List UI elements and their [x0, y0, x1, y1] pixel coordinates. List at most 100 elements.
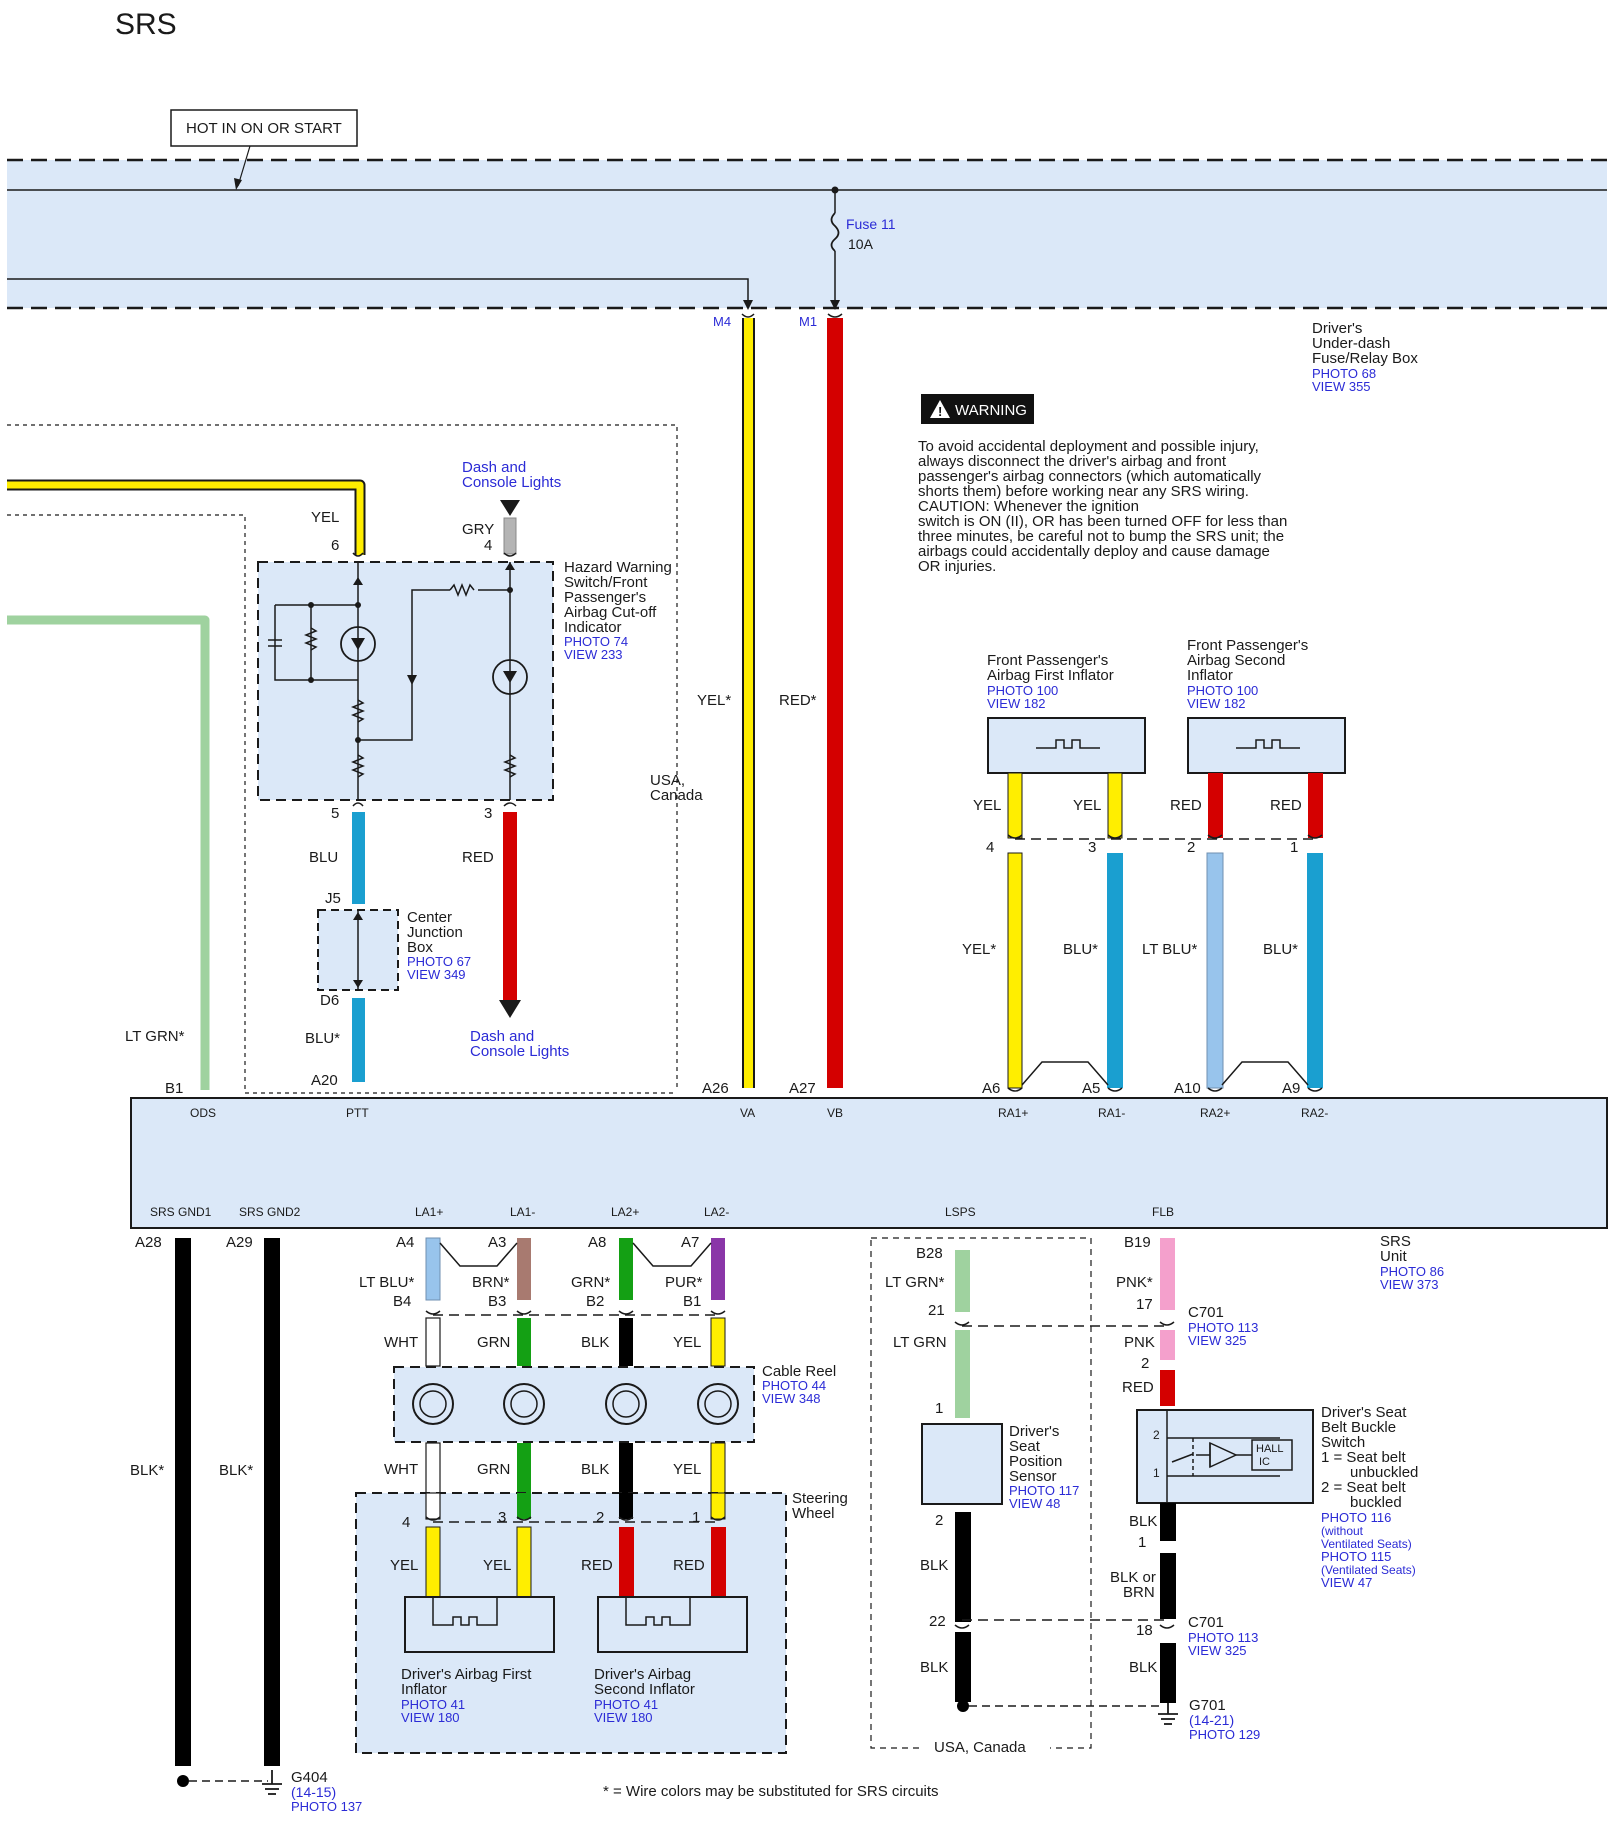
blk-ground-wire-a — [175, 1238, 191, 1766]
steering-yel-wire-a — [710, 1317, 726, 1367]
pin-j5: J5 — [325, 890, 341, 907]
driver-first-view: VIEW 180 — [401, 1710, 460, 1725]
passenger-wire-red-b: RED — [1270, 797, 1302, 814]
steering-blk-wire-c — [619, 1493, 633, 1519]
seat-wire-blk-b: BLK — [920, 1659, 948, 1676]
steering-wire-wht-a: WHT — [384, 1334, 418, 1351]
junction-dot-e — [507, 587, 513, 593]
inner-dashed-border — [7, 514, 677, 1094]
steering-wire-wht-b: WHT — [384, 1461, 418, 1478]
driver-first-photo: PHOTO 41 — [401, 1697, 465, 1712]
srs-term-ra2-plus: RA2+ — [1200, 1106, 1230, 1120]
g701-name: G701 — [1189, 1697, 1226, 1714]
buckle-pin-1: 1 — [1138, 1534, 1146, 1551]
hall-ic-label-1: HALL — [1256, 1443, 1284, 1455]
srs-term-flb: FLB — [1152, 1205, 1174, 1219]
passenger-wire-blu-star-b: BLU* — [1263, 941, 1298, 958]
pin-3-hazard: 3 — [484, 805, 492, 822]
pin-a28: A28 — [135, 1234, 162, 1251]
srs-term-vb: VB — [827, 1106, 843, 1120]
steering-wire-ltblu-star: LT BLU* — [359, 1274, 414, 1291]
hall-ic-label-2: IC — [1259, 1456, 1270, 1468]
passenger-short-bar-2 — [1221, 1061, 1309, 1086]
driver-second-name-1: Driver's Airbag — [594, 1666, 691, 1683]
pin-4-hazard: 4 — [484, 537, 492, 554]
usa-canada-seat-label-bg — [920, 1742, 1050, 1754]
passenger-pin-2: 2 — [1187, 839, 1195, 856]
wire-label-blk-star-b: BLK* — [219, 1462, 253, 1479]
pin-a4: A4 — [396, 1234, 414, 1251]
driver-first-inflator — [404, 1596, 555, 1653]
dash-lights-bottom-arrow — [499, 1000, 521, 1018]
srs-unit-view: VIEW 373 — [1380, 1277, 1439, 1292]
buckle-photo-a: PHOTO 116 — [1321, 1510, 1391, 1525]
passenger-wire-yel-b: YEL — [1073, 797, 1101, 814]
passenger-second-squib — [1236, 739, 1300, 749]
steering-wire-yel-b: YEL — [673, 1461, 701, 1478]
passenger-second-name-3: Inflator — [1187, 667, 1233, 684]
pin-m1: M1 — [799, 314, 817, 329]
passenger-second-name-1: Front Passenger's — [1187, 637, 1308, 654]
steering-grn-wire-c — [517, 1493, 531, 1519]
passenger-yel-short-a — [1007, 772, 1023, 839]
buckle-red-wire — [1160, 1370, 1175, 1406]
passenger-pin-a6: A6 — [982, 1080, 1000, 1097]
buckle-blk-wire-a — [1160, 1503, 1176, 1541]
passenger-first-photo: PHOTO 100 — [987, 683, 1058, 698]
steering-wire-brn-star: BRN* — [472, 1274, 510, 1291]
g404-ref: (14-15) — [291, 1784, 336, 1800]
passenger-red-short-a — [1208, 773, 1223, 838]
srs-unit-box — [130, 1097, 1608, 1229]
pin-b2: B2 — [586, 1293, 604, 1310]
steering-wire-red-d: RED — [673, 1557, 705, 1574]
wire-label-blu: BLU — [309, 849, 338, 866]
pin-b19: B19 — [1124, 1234, 1151, 1251]
pin-b1: B1 — [165, 1080, 183, 1097]
steering-wheel-name-1: Steering — [792, 1490, 848, 1507]
hazard-name-5: Indicator — [564, 619, 622, 636]
passenger-second-name-2: Airbag Second — [1187, 652, 1285, 669]
seat-ltgrn-wire-a — [955, 1250, 970, 1312]
buckle-name-3: Switch — [1321, 1434, 1365, 1451]
m4-arrow — [743, 300, 753, 310]
warning-line-1: To avoid accidental deployment and possi… — [918, 438, 1259, 455]
seat-sensor-name-4: Sensor — [1009, 1468, 1057, 1485]
warning-line-4: shorts them) before working near any SRS… — [918, 483, 1249, 500]
steering-short-bar-1 — [439, 1242, 518, 1267]
passenger-second-view: VIEW 182 — [1187, 696, 1246, 711]
fuse-symbol — [830, 212, 840, 252]
buckle-view: VIEW 47 — [1321, 1575, 1372, 1590]
junction-dot-c — [355, 737, 361, 743]
indicator-lamp-2 — [492, 659, 528, 695]
c701-b-view: VIEW 325 — [1188, 1643, 1247, 1658]
hazard-photo: PHOTO 74 — [564, 634, 628, 649]
hazard-diode-right — [505, 562, 515, 570]
hazard-name-3: Passenger's — [564, 589, 646, 606]
steering-wht-wire-a — [425, 1317, 441, 1367]
buckle-wire-blk-or-brn-1: BLK or — [1110, 1569, 1156, 1586]
seat-wire-ltgrn: LT GRN — [893, 1334, 947, 1351]
fuse-box-name-1: Driver's — [1312, 320, 1362, 337]
footnote: * = Wire colors may be substituted for S… — [603, 1783, 939, 1800]
passenger-short-bar-1 — [1021, 1061, 1109, 1086]
yel-feed-wire — [744, 318, 753, 1088]
wire-label-red-star-feed: RED* — [779, 692, 817, 709]
dash-lights-bottom-2: Console Lights — [470, 1043, 569, 1060]
driver-second-view: VIEW 180 — [594, 1710, 653, 1725]
seat-pin-2: 2 — [935, 1512, 943, 1529]
steering-yel-wire-c — [710, 1492, 726, 1520]
driver-second-squib — [625, 1597, 691, 1626]
pin-b4: B4 — [393, 1293, 411, 1310]
pin-a20: A20 — [311, 1072, 338, 1089]
indicator-led-1 — [351, 638, 365, 650]
hot-label-arrow — [234, 178, 242, 190]
buckle-pin-17: 17 — [1136, 1296, 1153, 1313]
cjb-photo: PHOTO 67 — [407, 954, 471, 969]
buckle-photo-b: PHOTO 115 — [1321, 1549, 1391, 1564]
blk-ground-wire-b — [264, 1238, 280, 1766]
m4-internal-wire — [7, 278, 749, 306]
connector-notches — [352, 313, 1323, 1629]
seat-blk-wire-b — [955, 1632, 971, 1702]
pin-b28: B28 — [916, 1245, 943, 1262]
